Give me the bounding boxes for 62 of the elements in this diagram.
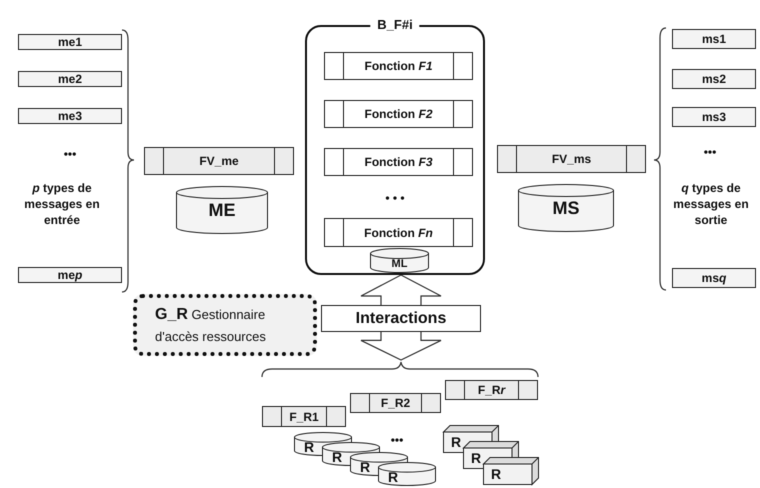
box-label: Interactions — [356, 310, 446, 328]
box-label: me1 — [58, 35, 82, 49]
message-box — [672, 69, 756, 89]
box-label: ms1 — [702, 32, 726, 46]
box-label: Fonction F1 — [364, 59, 432, 73]
ellipsis: ••• — [62, 146, 78, 162]
box-label: me2 — [58, 72, 82, 86]
box-label: R — [451, 434, 462, 450]
ellipsis: • • • — [384, 190, 406, 206]
message-box — [672, 29, 756, 49]
function-box — [445, 380, 538, 400]
box-label: R — [360, 458, 370, 475]
ellipsis: ••• — [702, 144, 718, 160]
box-label: ME — [208, 200, 236, 221]
box-label: FV_ms — [552, 152, 592, 166]
box-label: mep — [58, 268, 82, 282]
module-title: B_F#i — [370, 17, 420, 32]
box-label: R — [471, 450, 482, 466]
message-box — [18, 71, 122, 87]
function-box — [324, 218, 473, 247]
function-box — [350, 393, 441, 413]
box-label: R — [491, 466, 502, 482]
manager-description: G_R Gestionnaire d'accès ressources — [155, 305, 267, 346]
box-label: ms3 — [702, 110, 726, 124]
box-label: F_R2 — [380, 396, 410, 410]
block-arrow — [360, 331, 442, 361]
box-label: R — [388, 468, 398, 485]
box-label: FV_me — [199, 154, 239, 168]
message-box — [18, 34, 122, 50]
box-label: F_R1 — [289, 410, 319, 424]
manager-box — [133, 294, 317, 356]
box-label: Fonction Fn — [364, 226, 433, 240]
box-label: msq — [702, 271, 726, 285]
message-box — [18, 108, 122, 124]
database-cylinder — [378, 462, 436, 486]
note-text: q types de messages en sortie — [672, 180, 750, 229]
database-cylinder — [176, 186, 268, 234]
database-cylinder — [370, 248, 429, 273]
function-box — [324, 148, 473, 176]
box-label: R — [304, 438, 314, 455]
block-arrow — [360, 274, 442, 306]
message-box — [672, 268, 756, 288]
box-label: F_Rr — [478, 383, 506, 397]
box-label: ms2 — [702, 72, 726, 86]
resource-block — [483, 457, 539, 485]
message-box — [672, 107, 756, 127]
function-box — [324, 100, 473, 128]
database-cylinder — [518, 184, 614, 232]
ellipsis: ••• — [390, 432, 404, 448]
message-box — [18, 267, 122, 283]
box-label: Fonction F2 — [364, 107, 432, 121]
box-label: ML — [390, 258, 408, 270]
function-box — [144, 147, 294, 175]
interactions-box — [321, 305, 481, 332]
box-label: MS — [552, 198, 580, 219]
function-box — [262, 406, 346, 427]
box-label: Fonction F3 — [364, 155, 432, 169]
box-label: me3 — [58, 109, 82, 123]
function-box — [324, 52, 473, 80]
note-text: p types de messages en entrée — [23, 180, 101, 229]
box-label: R — [332, 448, 342, 465]
function-box — [497, 145, 646, 173]
